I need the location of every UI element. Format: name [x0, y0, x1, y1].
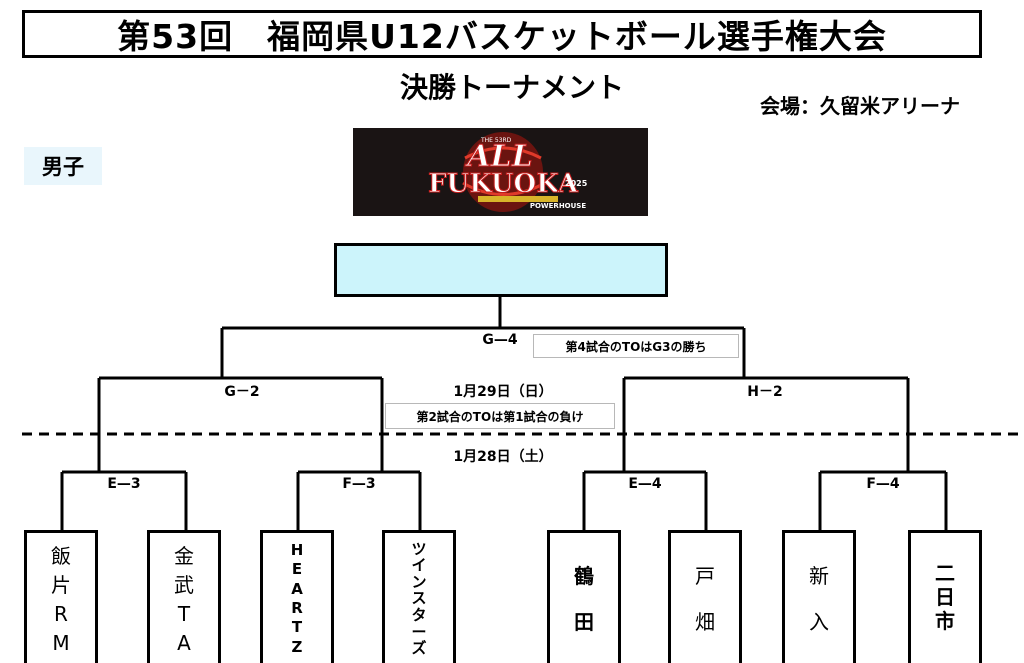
logo-small-top: THE 53RD — [480, 137, 512, 144]
venue-label: 会場：久留米アリーナ — [760, 94, 960, 118]
division-badge: 男子 — [24, 147, 102, 185]
match-label-f4: F—4 — [866, 476, 900, 492]
team-box-tsuruta: 鶴 田 — [547, 530, 621, 663]
team-box-tobata: 戸 畑 — [668, 530, 742, 663]
tournament-title: 第53回 福岡県U12バスケットボール選手権大会 — [117, 17, 887, 56]
logo-text-line1: ALL — [464, 139, 532, 174]
match-label-f3: F—3 — [342, 476, 376, 492]
match-label-h2: H－2 — [747, 384, 783, 400]
date-day1: 1月28日（土） — [453, 449, 553, 465]
team-box-shinnyu: 新 入 — [782, 530, 856, 663]
bracket-subtitle: 決勝トーナメント — [399, 71, 624, 104]
team-box-kanatake: 金 武 T A — [147, 530, 221, 663]
note-game2: 第2試合のTOは第1試合の負け — [385, 403, 615, 429]
match-label-g4: G—4 — [482, 332, 518, 348]
logo-sponsor: POWERHOUSE — [530, 202, 587, 210]
note-g4: 第4試合のTOはG3の勝ち — [533, 334, 739, 358]
team-box-iizuka-katashima: 飯 片 R M — [24, 530, 98, 663]
team-box-heartz: H E A R T Z — [260, 530, 334, 663]
logo-graphic: ALL FUKUOKA THE 53RD 2025 POWERHOUSE — [428, 132, 588, 212]
tournament-title-box: 第53回 福岡県U12バスケットボール選手権大会 — [22, 10, 982, 58]
team-box-twin-stars: ツ イ ン ス タ ー ズ — [382, 530, 456, 663]
match-label-e3: E—3 — [107, 476, 141, 492]
tournament-logo: ALL FUKUOKA THE 53RD 2025 POWERHOUSE — [353, 128, 648, 216]
logo-text-line2: FUKUOKA — [428, 169, 579, 199]
team-box-futsukaichi: 二 日 市 — [908, 530, 982, 663]
champion-box — [334, 243, 668, 297]
match-label-e4: E—4 — [628, 476, 662, 492]
date-day2: 1月29日（日） — [453, 384, 553, 400]
logo-year: 2025 — [565, 179, 588, 188]
match-label-g2: G－2 — [224, 384, 260, 400]
